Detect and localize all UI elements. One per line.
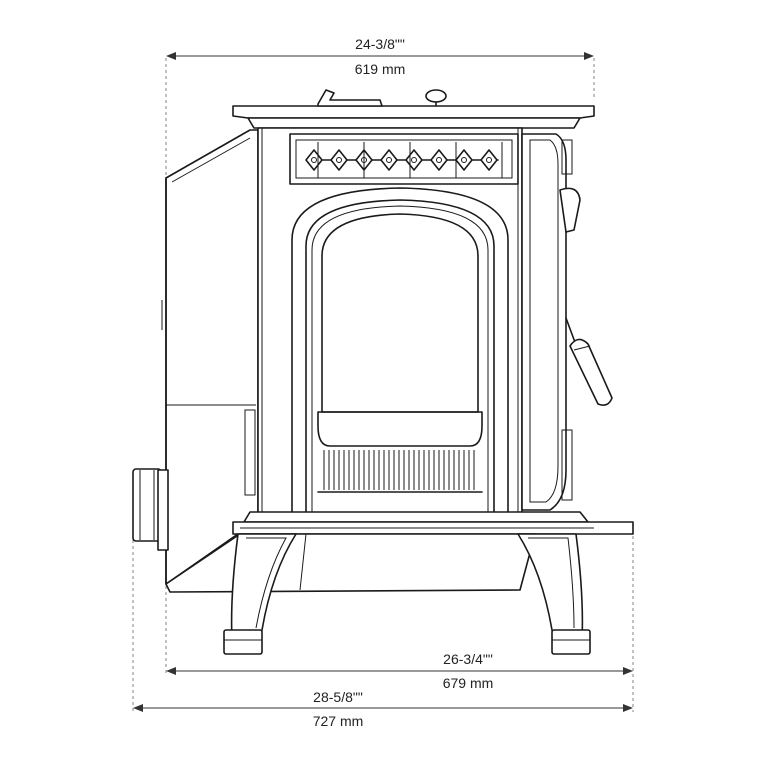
top-width-metric: 619 mm	[355, 61, 406, 77]
grille-stud	[311, 157, 317, 163]
overall-depth-metric: 727 mm	[313, 713, 364, 729]
grille-stud	[411, 157, 417, 163]
base-depth-imperial: 26-3/4""	[443, 651, 493, 667]
grille-panel	[289, 133, 519, 185]
grille-ornament	[380, 149, 398, 171]
door-glass	[321, 213, 479, 413]
dimension-overall-depth: 28-5/8"" 727 mm	[133, 689, 633, 729]
arched-door	[291, 187, 509, 521]
top-plate	[232, 89, 595, 129]
grille-stud	[461, 157, 467, 163]
grille-ornament	[330, 149, 348, 171]
exhaust-pipe	[132, 468, 169, 551]
rear-leg	[517, 533, 591, 655]
lid-handle	[317, 89, 383, 107]
grille-ornament	[480, 149, 498, 171]
grille-stud	[436, 157, 442, 163]
front-leg	[223, 533, 297, 655]
rear-body	[161, 129, 259, 585]
base-plate	[232, 511, 634, 535]
dimension-top-width: 24-3/8"" 619 mm	[166, 36, 594, 77]
louvre-grid	[323, 450, 475, 490]
top-knob	[425, 89, 447, 103]
dimension-base-depth: 26-3/4"" 679 mm	[166, 651, 633, 691]
grille-ornament	[430, 149, 448, 171]
base-depth-metric: 679 mm	[443, 675, 494, 691]
side-panel	[521, 133, 581, 511]
grille-stud	[336, 157, 342, 163]
top-width-imperial: 24-3/8""	[355, 36, 405, 52]
grille-ornament	[455, 149, 473, 171]
overall-depth-imperial: 28-5/8""	[313, 689, 363, 705]
grille-stud	[486, 157, 492, 163]
stove-drawing	[132, 89, 634, 655]
side-lever	[565, 317, 613, 406]
grille-stud	[386, 157, 392, 163]
